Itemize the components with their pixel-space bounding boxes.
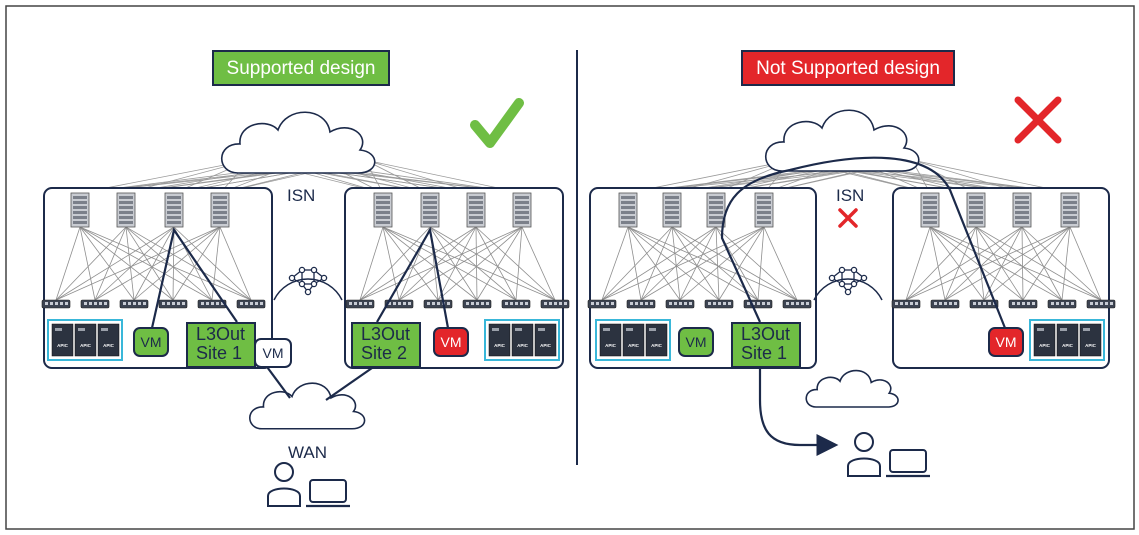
left-site2-leaf-switch-1: [345, 299, 375, 309]
left-user-laptop-icon: [267, 462, 350, 508]
l3out-site1-box-right: L3Out Site 1: [731, 322, 801, 368]
small-cross-icon: [838, 208, 858, 228]
left-site1-leaf-switch-1: [41, 299, 71, 309]
svg-text:APIC: APIC: [103, 343, 115, 348]
left-site1-spine-switch-1: [70, 192, 90, 228]
right-site2-leaf-switch-3: [969, 299, 999, 309]
svg-text:APIC: APIC: [651, 343, 663, 348]
left-site2-spine-switch-1: [373, 192, 393, 228]
l3out-site1-line2-right: Site 1: [741, 343, 788, 363]
vm-red-right: VM: [988, 327, 1024, 357]
right-laptop-icon: [889, 449, 927, 473]
left-site1-spine-switch-3: [164, 192, 184, 228]
l3out-site1-line1-left: L3Out: [196, 324, 246, 344]
l3out-site2-line1: L3Out: [361, 324, 411, 344]
svg-text:APIC: APIC: [1062, 343, 1074, 348]
wan-cloud-right: [805, 369, 899, 408]
svg-text:APIC: APIC: [494, 343, 506, 348]
right-site2-leaf-switch-6: [1086, 299, 1116, 309]
left-site2-leaf-switch-5: [501, 299, 531, 309]
isn-fabric-icon-left: [273, 266, 343, 301]
svg-text:APIC: APIC: [80, 343, 92, 348]
isn-cloud-left: [221, 111, 376, 174]
not-supported-design-badge: Not Supported design: [741, 50, 955, 86]
right-traffic-path: [720, 156, 1007, 456]
left-site2-leaf-switch-2: [384, 299, 414, 309]
right-site2-spine-switch-4: [1060, 192, 1080, 228]
left-site1-leaf-switch-2: [80, 299, 110, 309]
isn-label-left: ISN: [287, 186, 316, 205]
right-site2-leaf-switch-1: [891, 299, 921, 309]
l3out-site2-line2: Site 2: [361, 343, 408, 363]
vm-green-left: VM: [133, 327, 169, 357]
svg-text:APIC: APIC: [605, 343, 617, 348]
left-site1-leaf-switch-3: [119, 299, 149, 309]
l3out-site1-box-left: L3Out Site 1: [186, 322, 256, 368]
right-site1-spine-switch-2: [662, 192, 682, 228]
left-site2-spine-switch-2: [420, 192, 440, 228]
checkmark-icon: [470, 98, 524, 148]
left-site1-leaf-switch-4: [158, 299, 188, 309]
svg-text:APIC: APIC: [540, 343, 552, 348]
right-site1-leaf-switch-6: [782, 299, 812, 309]
svg-text:APIC: APIC: [1085, 343, 1097, 348]
right-site1-apic-cluster: APIC APIC APIC: [595, 319, 671, 361]
isn-label-right: ISN: [836, 186, 865, 205]
left-site1-fabric-mesh: [55, 226, 252, 301]
svg-text:APIC: APIC: [628, 343, 640, 348]
left-site2-leaf-switch-4: [462, 299, 492, 309]
cross-icon: [1014, 96, 1062, 144]
right-site2-leaf-switch-4: [1008, 299, 1038, 309]
vm-green-right: VM: [678, 327, 714, 357]
svg-text:APIC: APIC: [57, 343, 69, 348]
supported-design-badge: Supported design: [212, 50, 390, 86]
right-site2-leaf-switch-5: [1047, 299, 1077, 309]
right-site1-spine-switch-3: [706, 192, 726, 228]
right-site2-fabric-mesh: [905, 226, 1102, 301]
vm-red-left: VM: [433, 327, 469, 357]
right-site1-leaf-switch-4: [704, 299, 734, 309]
left-site2-spine-switch-3: [466, 192, 486, 228]
svg-text:APIC: APIC: [517, 343, 529, 348]
right-site1-leaf-switch-5: [743, 299, 773, 309]
isn-cloud-right: [765, 109, 920, 172]
wan-label: WAN: [288, 443, 328, 462]
right-site1-leaf-switch-2: [626, 299, 656, 309]
right-site1-spine-switch-4: [754, 192, 774, 228]
isn-fabric-icon-right: [813, 266, 883, 301]
left-site2-leaf-switch-6: [540, 299, 570, 309]
left-site2-leaf-switch-3: [423, 299, 453, 309]
l3out-site1-line2-left: Site 1: [196, 343, 243, 363]
right-site1-spine-switch-1: [618, 192, 638, 228]
svg-text:APIC: APIC: [1039, 343, 1051, 348]
right-site2-spine-switch-3: [1012, 192, 1032, 228]
right-site2-spine-switch-1: [920, 192, 940, 228]
right-site2-leaf-switch-2: [930, 299, 960, 309]
right-site1-leaf-switch-3: [665, 299, 695, 309]
right-site2-spine-switch-2: [966, 192, 986, 228]
right-user-icon: [854, 432, 874, 452]
left-user-icon: [274, 462, 294, 482]
left-site1-spine-switch-4: [210, 192, 230, 228]
right-user-laptop-icon: [847, 432, 930, 478]
left-site1-leaf-switch-6: [236, 299, 266, 309]
left-site2-spine-switch-4: [512, 192, 532, 228]
left-site2-apic-cluster: APIC APIC APIC: [484, 319, 560, 361]
left-site1-spine-switch-2: [116, 192, 136, 228]
l3out-site1-line1-right: L3Out: [741, 324, 791, 344]
right-site1-leaf-switch-1: [587, 299, 617, 309]
vm-white-left: VM: [254, 338, 292, 368]
l3out-site2-box: L3Out Site 2: [351, 322, 421, 368]
diagram-frame: [5, 5, 1135, 530]
right-site2-apic-cluster: APIC APIC APIC: [1029, 319, 1105, 361]
left-laptop-icon: [309, 479, 347, 503]
left-site1-apic-cluster: APIC APIC APIC: [47, 319, 123, 361]
wan-cloud: [249, 382, 366, 430]
left-traffic-path: [150, 226, 450, 401]
